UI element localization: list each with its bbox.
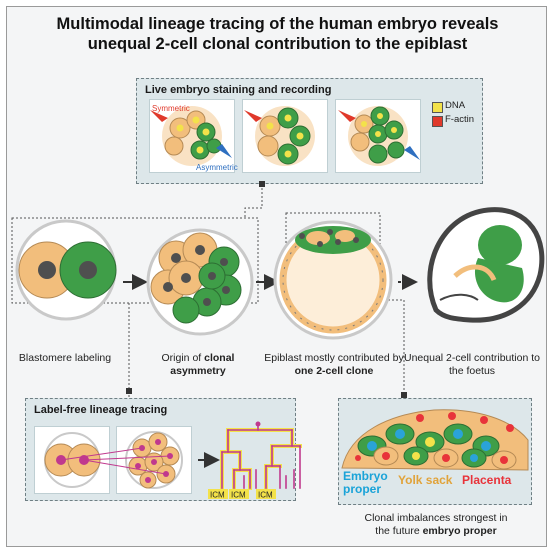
legend-label-factin: F-actin (445, 114, 475, 125)
live-panel-title: Live embryo staining and recording (145, 84, 332, 96)
caption-2-bold: clonal asymmetry (170, 352, 235, 377)
graphical-abstract-title: Multimodal lineage tracing of the human … (0, 14, 555, 54)
caption-3-bold: one 2-cell clone (294, 365, 374, 377)
cleavage-embryo (146, 228, 254, 336)
zoom-caption-bold: embryo proper (422, 525, 497, 537)
caption-epiblast-contribution: Epiblast mostly contributed by one 2-cel… (264, 352, 404, 378)
caption-3-text: Epiblast mostly contributed by (264, 352, 404, 364)
legend-swatch-dna (432, 102, 443, 113)
placenta-label: Placenta (462, 473, 512, 487)
lineage-tree (220, 421, 302, 490)
tracking-lines (60, 447, 171, 475)
caption-clonal-imbalances: Clonal imbalances strongest in the futur… (356, 512, 516, 538)
icm-leaf-labels: ICM ICM ICM (208, 489, 276, 500)
caption-2-text: Origin of (161, 352, 205, 364)
label-free-cleavage (125, 431, 183, 489)
caption-4-text: Unequal 2-cell contribution to the foetu… (404, 352, 540, 377)
live-embryo-frame-1 (150, 106, 232, 166)
blastocyst (273, 220, 393, 340)
caption-1-text: Blastomere labeling (18, 352, 112, 364)
caption-blastomere-labeling: Blastomere labeling (10, 352, 120, 365)
icm-label-2: ICM (231, 491, 246, 500)
caption-foetus-contribution: Unequal 2-cell contribution to the foetu… (402, 352, 542, 378)
icm-label-3: ICM (258, 491, 273, 500)
icm-label-1: ICM (210, 491, 225, 500)
legend-label-dna: DNA (445, 100, 466, 111)
label-free-panel-title: Label-free lineage tracing (34, 404, 168, 416)
legend-swatch-factin (432, 116, 443, 127)
zoom-caption-text: Clonal imbalances strongest in the futur… (364, 512, 508, 537)
title-line-1: Multimodal lineage tracing of the human … (56, 15, 499, 33)
live-frame-1 (149, 99, 235, 173)
caption-origin-clonal-asymmetry: Origin of clonal asymmetry (146, 352, 250, 378)
top-left-dashed-box (11, 217, 259, 304)
two-cell-embryo (15, 219, 117, 321)
title-line-2: unequal 2-cell clonal contribution to th… (87, 35, 468, 53)
foetus (427, 207, 545, 323)
live-embryo-frame-2 (244, 106, 315, 166)
symmetric-label: Symmetric (152, 104, 190, 113)
asymmetric-label: Asymmetric (196, 163, 238, 172)
live-embryo-frame-3 (338, 106, 420, 166)
epiblast-zoom-cells (341, 409, 529, 471)
yolk-sack-label: Yolk sack (398, 473, 453, 487)
